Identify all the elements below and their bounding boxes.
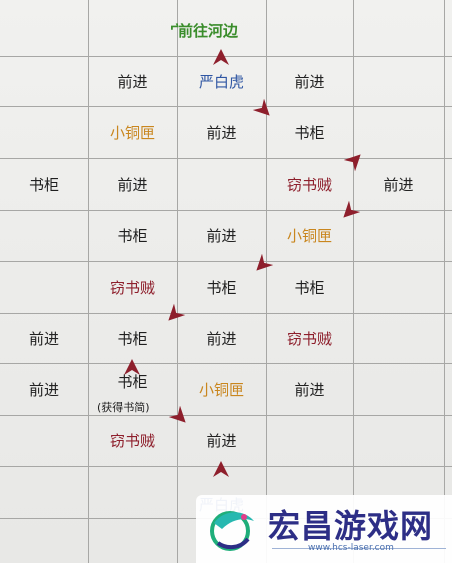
forward-tile: 前进 [117, 175, 148, 194]
path-arrow-icon [213, 49, 229, 65]
small-copper-box-tile: 小铜匣 [286, 227, 332, 245]
grid-horizontal-line [0, 56, 452, 57]
path-arrow-icon [343, 149, 367, 172]
book-thief-tile: 窃书贼 [286, 329, 332, 348]
forward-tile: 前进 [28, 380, 59, 399]
bookcase-tile: 书柜 [294, 123, 325, 142]
path-arrow-icon [163, 303, 186, 327]
forward-tile: 前进 [206, 329, 237, 348]
forward-tile: 前进 [206, 123, 237, 142]
watermark-title: 宏昌游戏网 [268, 507, 434, 545]
bookcase-tile: 书柜 [117, 227, 148, 245]
grid-vertical-line [88, 0, 89, 563]
grid-horizontal-line [0, 210, 452, 211]
forward-tile: 前进 [117, 72, 148, 91]
grid-horizontal-line [0, 261, 452, 262]
grid-vertical-line [266, 0, 267, 563]
grid-horizontal-line [0, 363, 452, 364]
goal-text: 前往河边 [178, 21, 239, 40]
forward-tile: 前进 [28, 329, 59, 348]
bookcase-tile: 书柜 [294, 278, 325, 297]
book-thief-tile: 窃书贼 [109, 278, 155, 297]
grid-horizontal-line [0, 158, 452, 159]
bookcase-tile: 书柜 [117, 329, 148, 348]
forward-tile: 前进 [383, 175, 414, 194]
book-thief-tile: 窃书贼 [109, 432, 155, 450]
path-arrow-icon [338, 200, 361, 224]
small-copper-box-tile: 小铜匣 [109, 123, 155, 142]
path-arrow-icon [251, 253, 274, 277]
obtain-scroll-note: (获得书简) [97, 401, 150, 414]
go-to-riverside-label: 宀前往河边 [170, 18, 238, 42]
yan-baihu-tile: 严白虎 [198, 72, 244, 91]
watermark-url: www.hcs-laser.com [308, 543, 394, 553]
bookcase-tile: 书柜 [117, 372, 148, 391]
grid-horizontal-line [0, 313, 452, 314]
book-thief-tile: 窃书贼 [286, 175, 332, 194]
path-arrow-icon [252, 98, 276, 122]
grid-vertical-line [177, 0, 178, 563]
watermark: 宏昌游戏网 www.hcs-laser.com [196, 495, 452, 563]
small-copper-box-tile: 小铜匣 [198, 380, 244, 399]
bookcase-tile: 书柜 [206, 278, 237, 297]
grid-horizontal-line [0, 106, 452, 107]
forward-tile: 前进 [206, 432, 237, 450]
forward-tile: 前进 [206, 227, 237, 245]
path-arrow-icon [168, 405, 192, 429]
goal-partial-char: 宀 [170, 21, 178, 40]
forward-tile: 前进 [294, 380, 325, 399]
grid-vertical-line [444, 0, 445, 563]
bookcase-tile: 书柜 [28, 175, 59, 194]
grid-horizontal-line [0, 415, 452, 416]
path-arrow-icon [213, 461, 229, 477]
grid-horizontal-line [0, 466, 452, 467]
watermark-logo-icon [204, 503, 260, 555]
path-arrow-icon [124, 359, 140, 375]
grid-vertical-line [353, 0, 354, 563]
forward-tile: 前进 [294, 72, 325, 91]
watermark-divider [272, 548, 446, 549]
